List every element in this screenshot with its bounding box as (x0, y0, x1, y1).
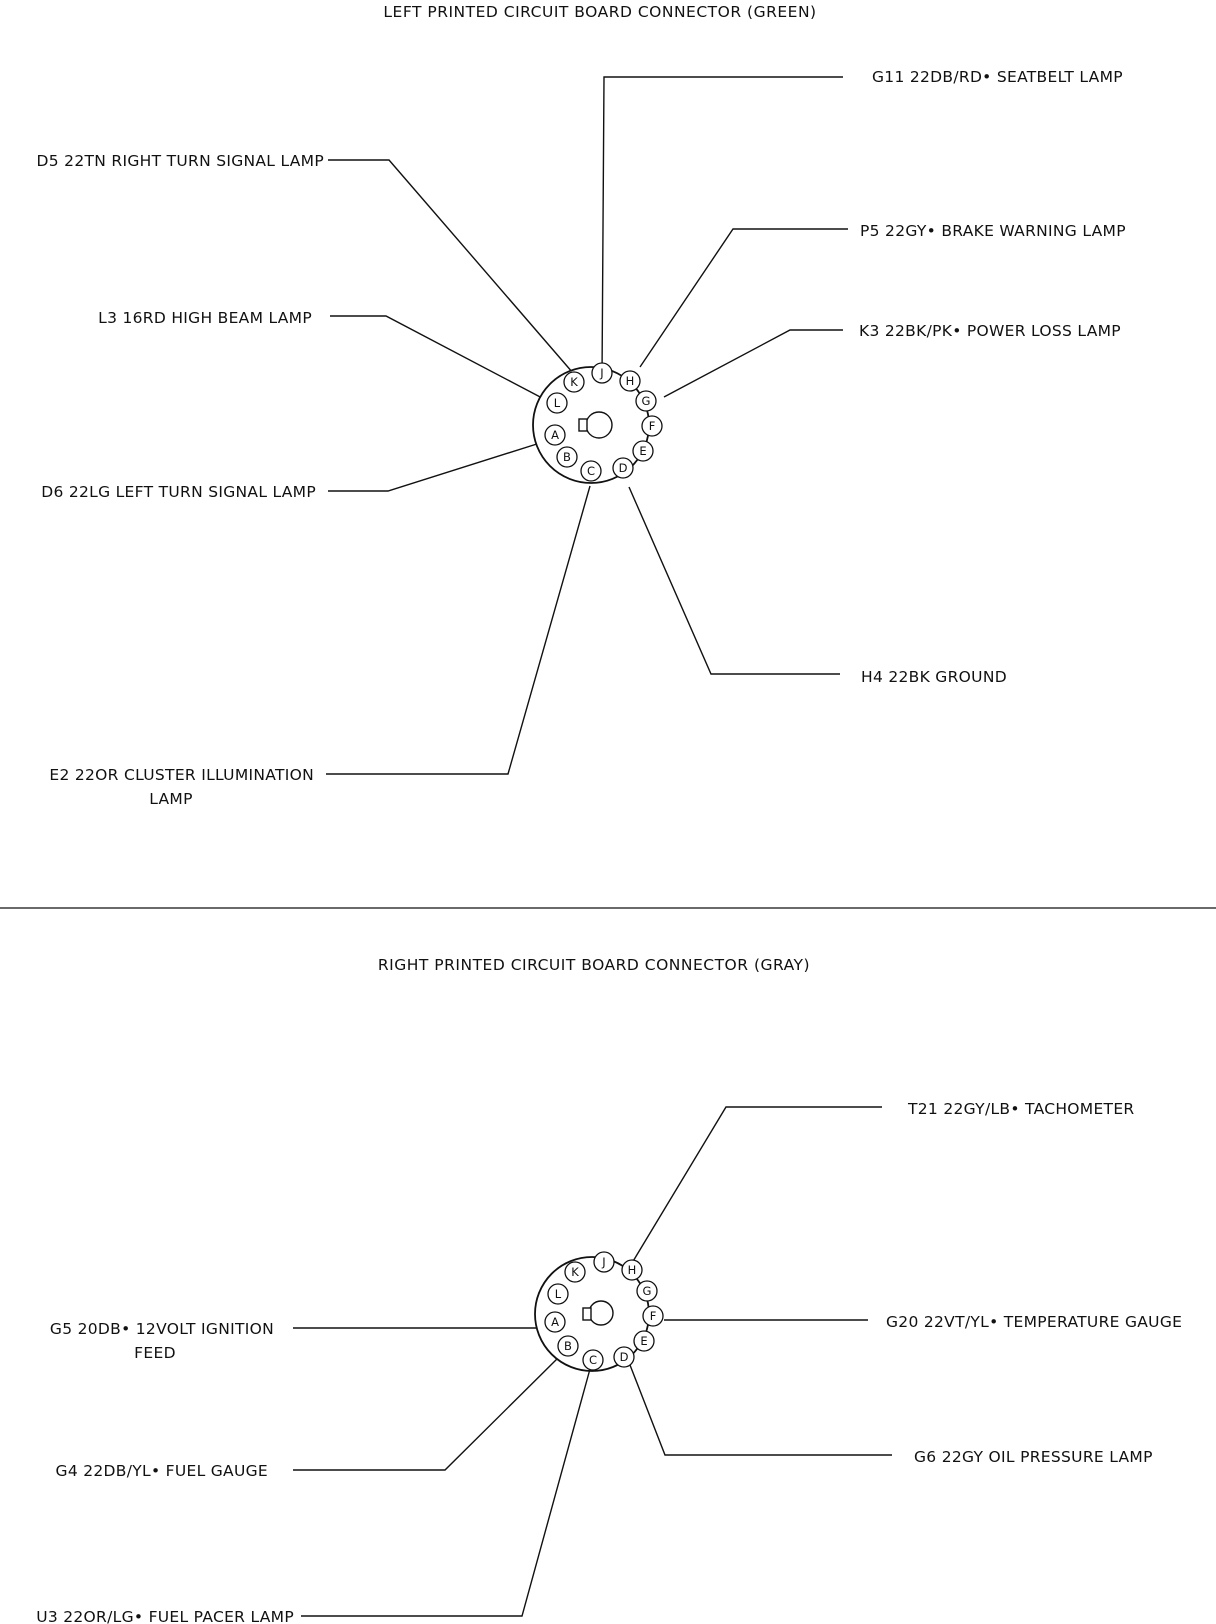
wire-pin-h (631, 1106, 882, 1264)
right-connector-title: RIGHT PRINTED CIRCUIT BOARD CONNECTOR (G… (378, 956, 810, 974)
pin-k: K (563, 371, 585, 393)
wire-label-cluster-illumination: E2 22OR CLUSTER ILLUMINATION (49, 766, 314, 784)
pin-label: L (554, 396, 561, 410)
pin-label: J (601, 1255, 605, 1269)
wire-label-oil-pressure: G6 22GY OIL PRESSURE LAMP (914, 1448, 1153, 1466)
wire-label-high-beam: L3 16RD HIGH BEAM LAMP (98, 309, 312, 327)
pin-e: E (633, 1330, 655, 1352)
pin-f: F (642, 1305, 664, 1327)
pin-label: A (551, 428, 559, 442)
pin-f: F (641, 415, 663, 437)
pin-l: L (546, 392, 568, 414)
pin-label: D (619, 461, 628, 475)
wire-label-fuel-gauge: G4 22DB/YL• FUEL GAUGE (56, 1462, 268, 1480)
wire-label-cluster-illumination-line2: LAMP (149, 790, 193, 808)
wire-pin-l (330, 315, 545, 400)
pin-label: C (589, 1353, 597, 1367)
wire-label-seatbelt-lamp: G11 22DB/RD• SEATBELT LAMP (872, 68, 1123, 86)
left-connector-section: LEFT PRINTED CIRCUIT BOARD CONNECTOR (GR… (37, 3, 1126, 808)
wire-label-tachometer: T21 22GY/LB• TACHOMETER (907, 1100, 1134, 1118)
connector-key (588, 1300, 614, 1326)
pin-j: J (591, 362, 613, 384)
right-connector-face: A B C D E F G H J K L (534, 1251, 664, 1372)
pin-label: E (639, 444, 646, 458)
wire-label-brake-warning: P5 22GY• BRAKE WARNING LAMP (860, 222, 1126, 240)
wire-pin-h (639, 228, 848, 368)
pin-d: D (612, 457, 634, 479)
pin-e: E (632, 440, 654, 462)
pin-label: D (620, 1350, 629, 1364)
pin-label: B (564, 1339, 572, 1353)
pin-d: D (613, 1346, 635, 1368)
pin-label: E (640, 1334, 647, 1348)
connector-key-tab (582, 1307, 592, 1321)
pin-k: K (564, 1261, 586, 1283)
pin-g: G (635, 390, 657, 412)
pin-label: F (649, 419, 656, 433)
pin-label: G (643, 1284, 652, 1298)
pin-c: C (580, 460, 602, 482)
pin-label: G (642, 394, 651, 408)
wire-label-ground: H4 22BK GROUND (861, 668, 1007, 686)
pin-label: H (628, 1263, 637, 1277)
pin-label: A (551, 1315, 559, 1329)
pin-label: C (587, 464, 595, 478)
wire-pin-k (328, 159, 574, 374)
wire-label-temperature-gauge: G20 22VT/YL• TEMPERATURE GAUGE (886, 1313, 1182, 1331)
pin-b: B (556, 446, 578, 468)
wire-label-right-turn-signal: D5 22TN RIGHT TURN SIGNAL LAMP (37, 152, 324, 170)
pin-a: A (544, 1311, 566, 1333)
wire-label-ignition-feed: G5 20DB• 12VOLT IGNITION (50, 1320, 274, 1338)
wire-label-fuel-pacer: U3 22OR/LG• FUEL PACER LAMP (36, 1608, 294, 1624)
wire-pin-d (628, 486, 840, 675)
wire-pin-b (293, 1354, 562, 1471)
right-connector-section: RIGHT PRINTED CIRCUIT BOARD CONNECTOR (G… (36, 956, 1182, 1624)
wire-label-left-turn-signal: D6 22LG LEFT TURN SIGNAL LAMP (41, 483, 316, 501)
pin-j: J (593, 1251, 615, 1273)
pin-h: H (621, 1259, 643, 1281)
wire-pin-j (601, 76, 843, 379)
pin-g: G (636, 1280, 658, 1302)
pin-label: J (599, 366, 603, 380)
wire-label-power-loss: K3 22BK/PK• POWER LOSS LAMP (859, 322, 1121, 340)
pin-label: K (570, 375, 578, 389)
pin-label: F (650, 1309, 657, 1323)
pin-label: L (555, 1287, 562, 1301)
connector-key (585, 411, 613, 439)
pin-label: K (571, 1265, 579, 1279)
wire-pin-c (326, 485, 591, 775)
wire-pin-g (663, 329, 843, 398)
pin-label: H (626, 374, 635, 388)
pin-b: B (557, 1335, 579, 1357)
pin-h: H (619, 370, 641, 392)
wire-pin-c (301, 1368, 591, 1617)
pin-l: L (547, 1283, 569, 1305)
wire-pin-d (629, 1364, 892, 1456)
wire-pin-a (328, 442, 541, 492)
left-connector-face: A B C D E F G H J K L (532, 362, 663, 484)
left-connector-title: LEFT PRINTED CIRCUIT BOARD CONNECTOR (GR… (383, 3, 816, 21)
wire-label-ignition-feed-line2: FEED (134, 1344, 176, 1362)
pin-label: B (563, 450, 571, 464)
connector-key-tab (578, 418, 588, 432)
pin-c: C (582, 1349, 604, 1371)
pin-a: A (544, 424, 566, 446)
